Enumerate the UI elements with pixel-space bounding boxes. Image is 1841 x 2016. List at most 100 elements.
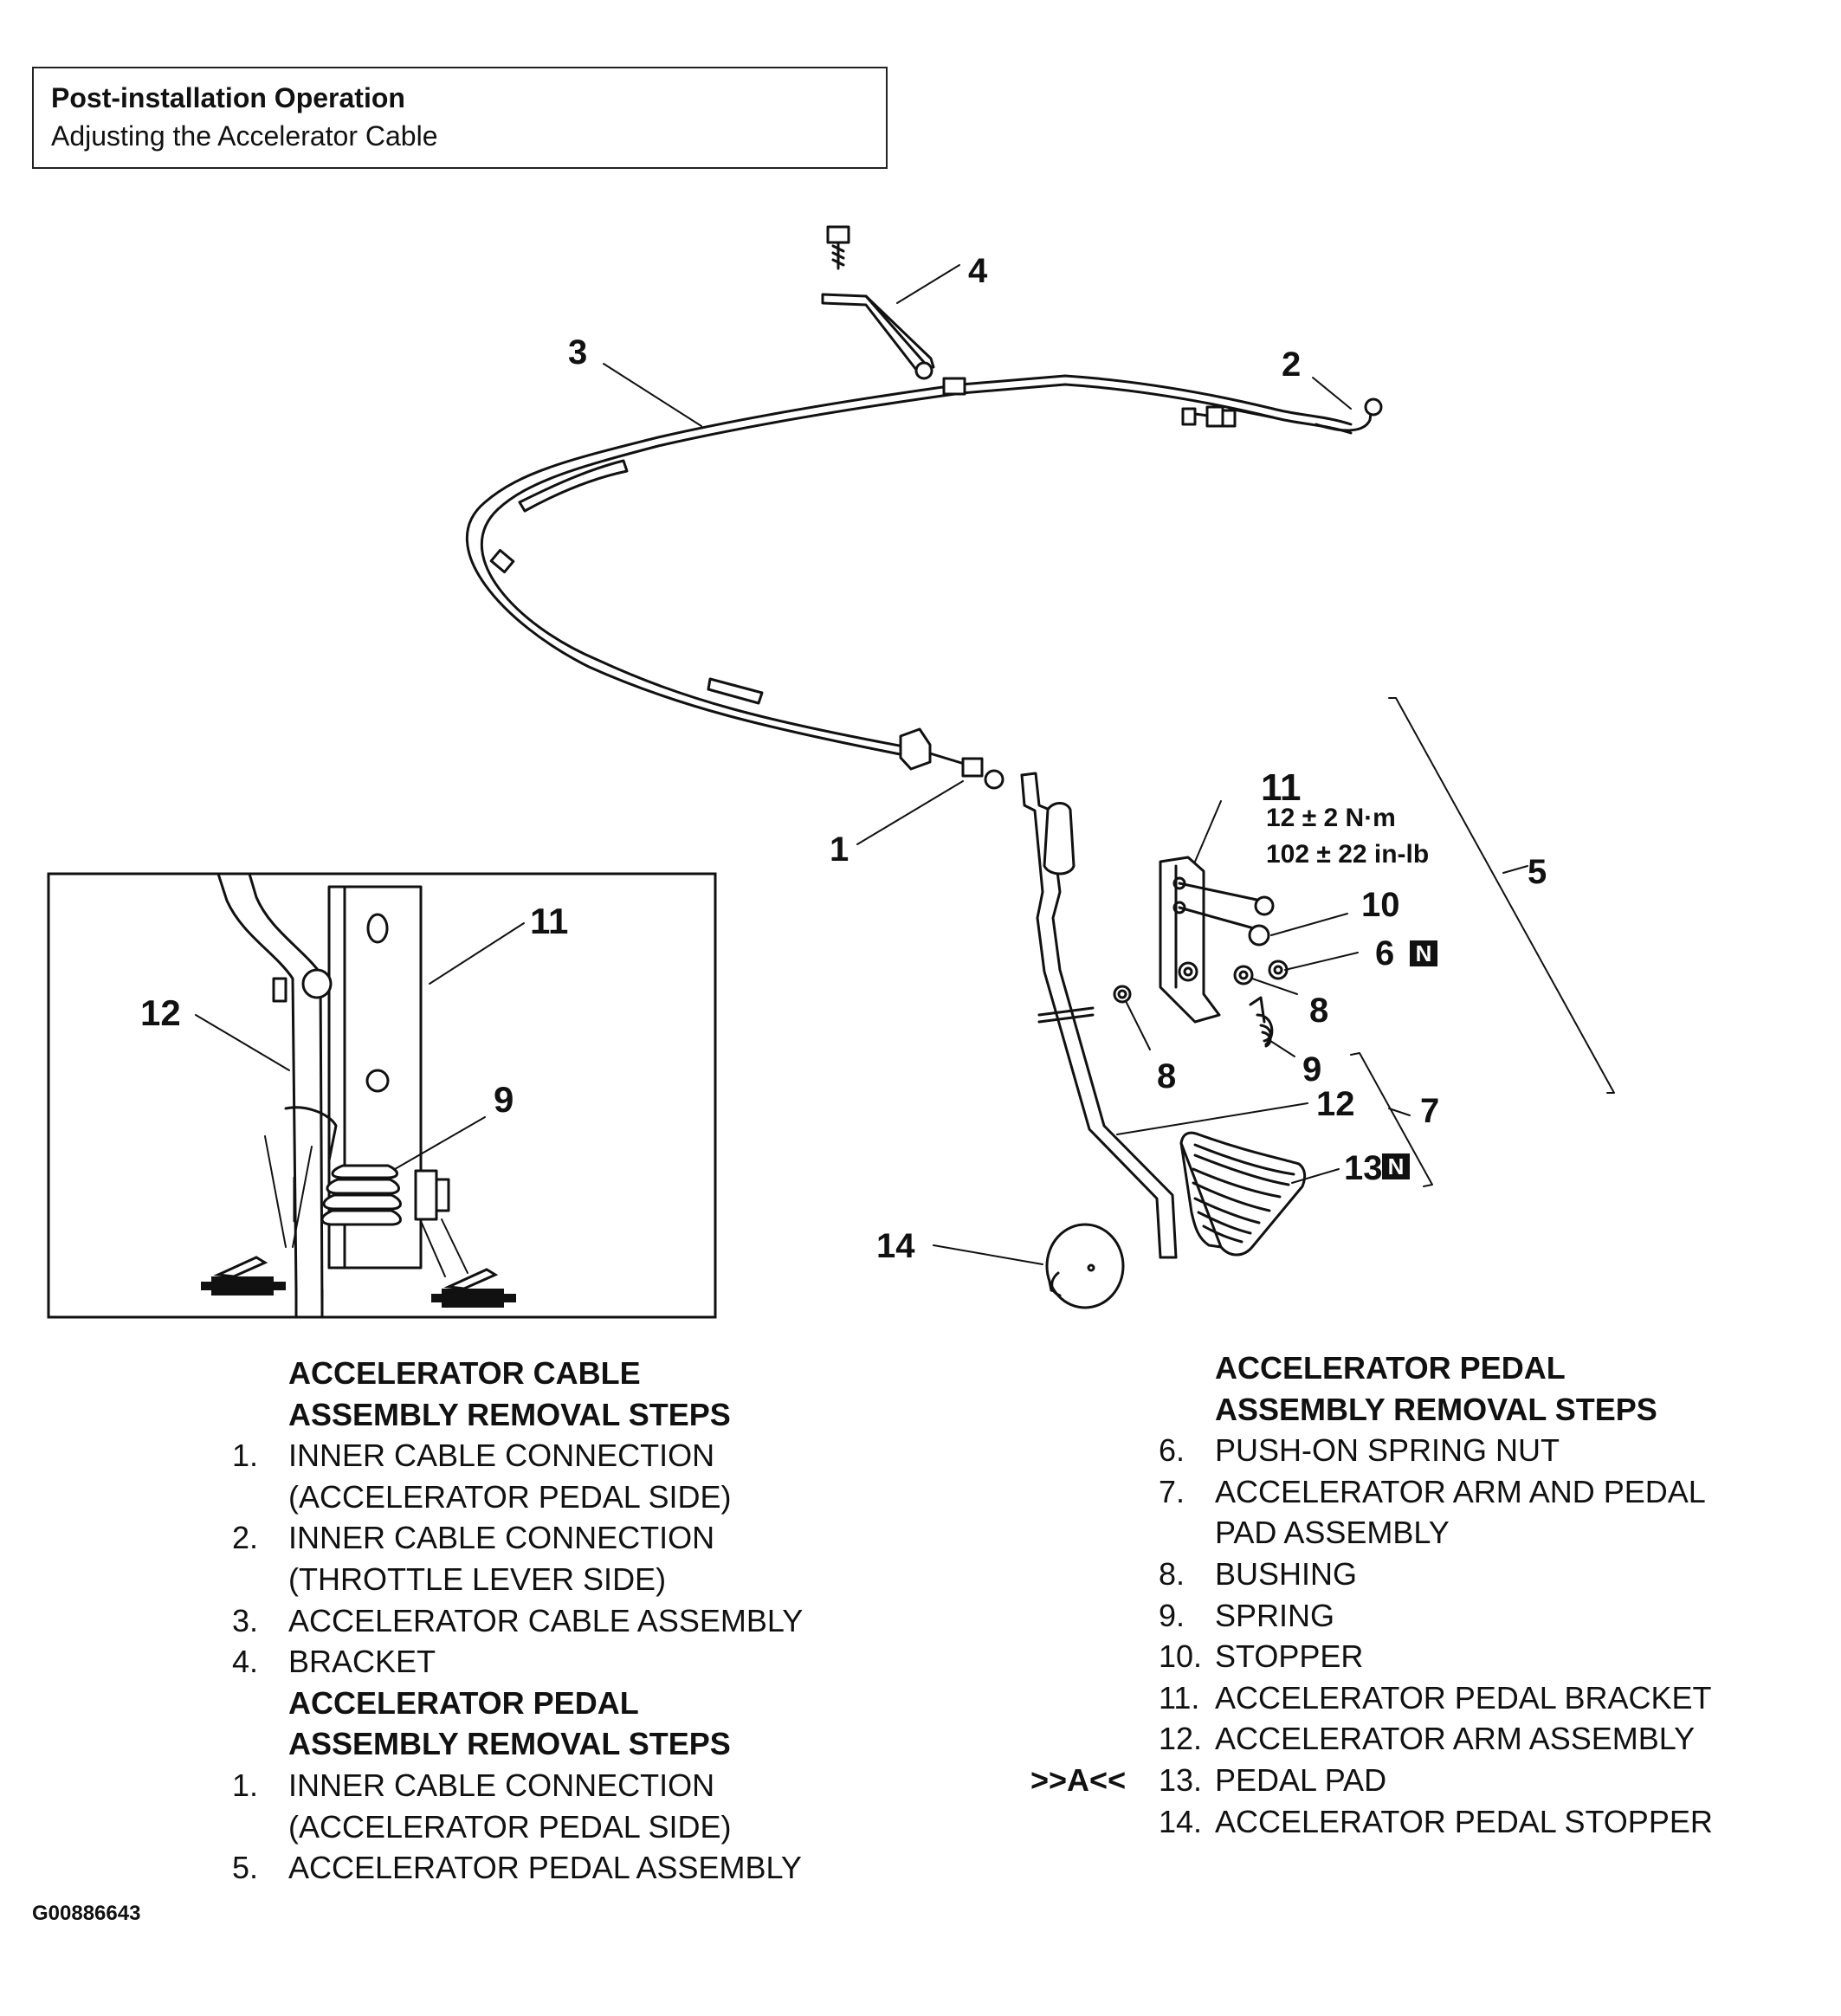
callout-6: 6 <box>1375 934 1394 972</box>
callout-3: 3 <box>568 333 587 372</box>
header-box: Post-installation Operation Adjusting th… <box>32 67 888 169</box>
callout-11: 11 <box>1261 766 1302 809</box>
step-text: BUSHING <box>1215 1555 1358 1592</box>
step-number: 11. <box>1159 1679 1200 1716</box>
step-text: INNER CABLE CONNECTION <box>288 1520 715 1556</box>
step-text: ACCELERATOR ARM AND PEDAL <box>1215 1473 1706 1509</box>
list-item: 2. INNER CABLE CONNECTION <box>232 1517 890 1559</box>
step-number: 5. <box>232 1850 259 1886</box>
grease-gun-icon-2 <box>431 1268 516 1308</box>
step-text: INNER CABLE CONNECTION <box>288 1438 715 1474</box>
grease-gun-icon <box>201 1256 286 1296</box>
list-item: 11. ACCELERATOR PEDAL BRACKET <box>1159 1677 1817 1719</box>
list-item: 7. ACCELERATOR ARM AND PEDAL <box>1159 1471 1817 1513</box>
step-number: 7. <box>1159 1473 1185 1509</box>
pedal-removal-steps: ACCELERATOR PEDAL ASSEMBLY REMOVAL STEPS… <box>1030 1347 1817 1843</box>
list-item: >>A<< 13. PEDAL PAD <box>1030 1760 1817 1801</box>
callout-14: 14 <box>876 1227 915 1265</box>
callout-10: 10 <box>1361 886 1400 924</box>
step-number: 1. <box>232 1438 259 1474</box>
callout-12: 12 <box>1316 1085 1355 1123</box>
list-item-cont: (THROTTLE LEVER SIDE) <box>232 1559 890 1600</box>
step-number: 3. <box>232 1602 259 1638</box>
cable-removal-steps: ACCELERATOR CABLE ASSEMBLY REMOVAL STEPS… <box>232 1353 890 1889</box>
step-number: 4. <box>232 1644 259 1680</box>
callout-8-right: 8 <box>1309 992 1328 1030</box>
list-item: 6.PUSH-ON SPRING NUT <box>1159 1430 1817 1471</box>
pedal-pad <box>1179 1131 1307 1257</box>
list-item-cont: (ACCELERATOR PEDAL SIDE) <box>232 1476 890 1518</box>
list-item: 14. ACCELERATOR PEDAL STOPPER <box>1159 1801 1817 1843</box>
list-item-cont: PAD ASSEMBLY <box>1159 1512 1817 1554</box>
section-heading: ASSEMBLY REMOVAL STEPS <box>288 1396 731 1432</box>
list-item: 10. STOPPER <box>1159 1636 1817 1677</box>
n-badge-6 <box>1410 940 1437 966</box>
list-item: 5. ACCELERATOR PEDAL ASSEMBLY <box>232 1847 890 1889</box>
step-text: ACCELERATOR PEDAL BRACKET <box>1215 1679 1712 1716</box>
step-text: PAD ASSEMBLY <box>1215 1515 1450 1551</box>
step-text: ACCELERATOR CABLE ASSEMBLY <box>288 1602 804 1638</box>
step-number: 6. <box>1159 1432 1185 1469</box>
list-item: 1. INNER CABLE CONNECTION <box>232 1765 890 1806</box>
pedal-bracket <box>1159 856 1263 1024</box>
step-text: ACCELERATOR PEDAL ASSEMBLY <box>288 1850 802 1886</box>
list-item: 1. INNER CABLE CONNECTION <box>232 1435 890 1476</box>
step-number: 8. <box>1159 1555 1185 1592</box>
step-number: 12. <box>1159 1721 1203 1757</box>
step-text: BRACKET <box>288 1644 436 1680</box>
step-text: ACCELERATOR PEDAL STOPPER <box>1215 1803 1713 1839</box>
section-heading: ASSEMBLY REMOVAL STEPS <box>288 1726 731 1762</box>
figure-code: G00886643 <box>32 1902 141 1925</box>
step-text: SPRING <box>1215 1597 1335 1633</box>
list-item: 8. BUSHING <box>1159 1554 1817 1595</box>
callout-4: 4 <box>968 252 988 290</box>
header-title: Post-installation Operation <box>51 82 405 113</box>
step-number: 9. <box>1159 1597 1185 1633</box>
section-heading: ACCELERATOR PEDAL <box>288 1684 639 1721</box>
step-text: (ACCELERATOR PEDAL SIDE) <box>288 1478 732 1515</box>
step-number: 13. <box>1159 1761 1203 1798</box>
list-item-cont: (ACCELERATOR PEDAL SIDE) <box>232 1806 890 1848</box>
bracket-part <box>821 225 935 380</box>
list-item: 4. BRACKET <box>232 1641 890 1683</box>
inset-callout-9: 9 <box>494 1079 514 1120</box>
torque-inlb: 102 ± 22 in-lb <box>1266 840 1429 869</box>
section-heading: ASSEMBLY REMOVAL STEPS <box>1215 1391 1657 1427</box>
list-item: 12. ACCELERATOR ARM ASSEMBLY <box>1159 1718 1817 1760</box>
callout-7: 7 <box>1420 1092 1439 1130</box>
inset-callout-12: 12 <box>140 992 181 1033</box>
accelerator-cable <box>465 374 1383 790</box>
small-parts <box>1113 895 1289 1048</box>
callout-9: 9 <box>1302 1050 1321 1089</box>
list-item: 9. SPRING <box>1159 1595 1817 1637</box>
n-badge-13-text: N <box>1388 1153 1405 1179</box>
leader-lines <box>603 264 1615 1265</box>
step-number: 2. <box>232 1520 259 1556</box>
callout-5: 5 <box>1528 853 1547 891</box>
inset-detail: 11 12 9 <box>47 872 717 1319</box>
pedal-stopper <box>1045 1223 1125 1309</box>
step-text: INNER CABLE CONNECTION <box>288 1767 715 1803</box>
step-text: (ACCELERATOR PEDAL SIDE) <box>288 1808 732 1845</box>
list-item: 3. ACCELERATOR CABLE ASSEMBLY <box>232 1600 890 1642</box>
accelerator-arm <box>1020 772 1178 1259</box>
step-text: PEDAL PAD <box>1215 1761 1387 1798</box>
step-number: 14. <box>1159 1803 1203 1839</box>
section-heading: ACCELERATOR CABLE <box>288 1355 641 1391</box>
inset-callout-11: 11 <box>530 901 568 941</box>
n-badge-6-text: N <box>1416 940 1432 966</box>
callout-2: 2 <box>1282 346 1301 384</box>
callout-13: 13 <box>1344 1149 1383 1187</box>
torque-nm: 12 ± 2 N·m <box>1266 804 1396 832</box>
step-number: 10. <box>1159 1638 1203 1675</box>
n-badge-13 <box>1382 1153 1410 1179</box>
step-text: STOPPER <box>1215 1638 1364 1675</box>
callout-1: 1 <box>830 830 849 869</box>
service-point-marker: >>A<< <box>1030 1761 1127 1798</box>
section-heading: ACCELERATOR PEDAL <box>1215 1350 1566 1386</box>
callout-8-left: 8 <box>1157 1057 1176 1095</box>
step-text: (THROTTLE LEVER SIDE) <box>288 1560 667 1597</box>
step-text: ACCELERATOR ARM ASSEMBLY <box>1215 1721 1696 1757</box>
step-number: 1. <box>232 1767 259 1803</box>
